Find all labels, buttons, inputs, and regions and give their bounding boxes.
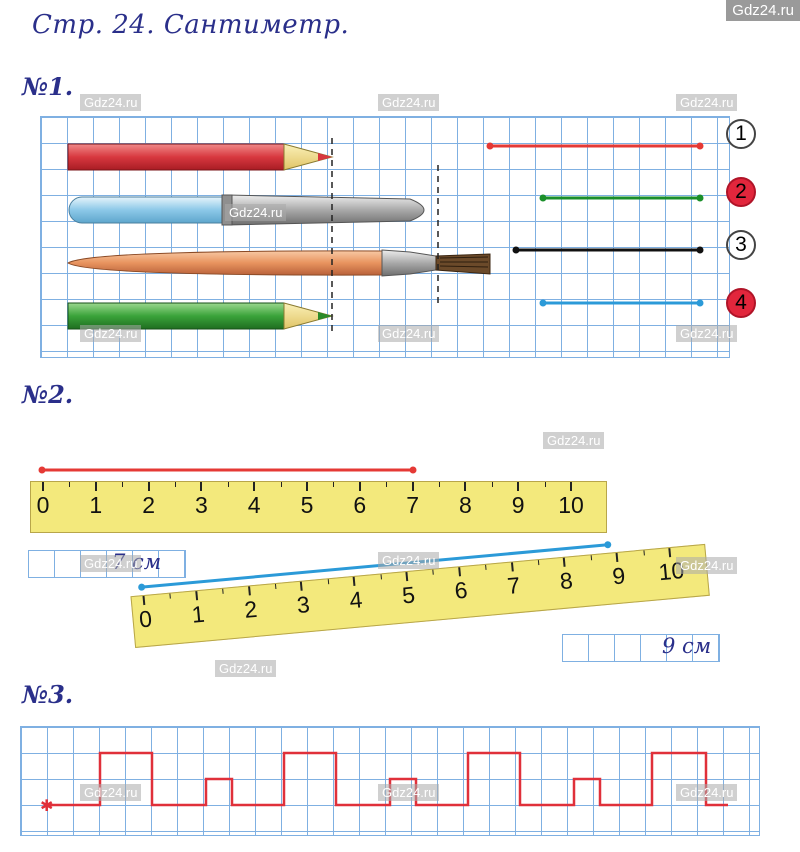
ruler1-tick (200, 482, 203, 491)
ruler1-tick (517, 482, 520, 491)
red-pencil-icon (67, 143, 334, 171)
answer-segment-3 (512, 246, 704, 254)
ruler1-tick-label: 5 (300, 492, 314, 518)
watermark: Gdz24.ru (676, 325, 738, 342)
start-mark-icon: ✱ (40, 796, 53, 815)
watermark: Gdz24.ru (80, 555, 142, 572)
ruler1-half-tick (175, 482, 176, 487)
ruler1-half-tick (544, 482, 546, 487)
ruler1-tick (411, 482, 414, 491)
badge-3: 3 (726, 230, 756, 260)
answer-segment-1 (486, 142, 704, 150)
green-pencil-icon (67, 302, 334, 330)
badge-2-number: 2 (735, 180, 747, 203)
ruler1-tick (253, 482, 256, 491)
badge-3-number: 3 (735, 233, 747, 256)
ruler1-tick-label: 0 (36, 492, 50, 518)
badge-2: 2 (726, 177, 756, 207)
ruler1-half-tick (333, 482, 335, 487)
ruler1-tick-label: 10 (558, 492, 584, 518)
corner-watermark: Gdz24.ru (726, 0, 800, 21)
badge-4-number: 4 (735, 291, 747, 314)
ruler1-tick (464, 482, 467, 491)
brush-icon (67, 249, 491, 277)
watermark: Gdz24.ru (378, 94, 440, 111)
watermark: Gdz24.ru (225, 204, 287, 221)
watermark: Gdz24.ru (80, 94, 142, 111)
ruler1-half-tick (439, 482, 440, 487)
ruler1-half-tick (69, 482, 71, 487)
ruler1-tick-label: 3 (194, 492, 208, 518)
ruler1-half-tick (280, 482, 282, 487)
ruler1-tick (94, 482, 97, 491)
ruler1-tick (147, 482, 150, 491)
task1-label: №1. (22, 72, 74, 101)
ruler1-half-tick (491, 482, 493, 487)
ruler1-tick-label: 8 (458, 492, 472, 518)
watermark: Gdz24.ru (378, 552, 440, 569)
watermark: Gdz24.ru (215, 660, 277, 677)
page-title: Стр. 24. Сантиметр. (32, 10, 350, 40)
answer-segment-2 (539, 194, 704, 202)
ruler-1: 0 1 2 3 4 5 6 7 8 9 10 (30, 481, 607, 533)
ruler1-half-tick (122, 482, 124, 487)
badge-1: 1 (726, 119, 756, 149)
ruler1-tick-label: 7 (406, 492, 419, 518)
ruler1-tick (42, 482, 44, 491)
ruler1-tick-label: 4 (247, 492, 261, 518)
ruler1-tick-label: 9 (511, 492, 525, 518)
ruler1-tick (570, 482, 572, 491)
answer-2: 9 см (662, 634, 712, 658)
answer-segment-4 (539, 299, 704, 307)
watermark: Gdz24.ru (543, 432, 605, 449)
watermark: Gdz24.ru (676, 94, 738, 111)
watermark: Gdz24.ru (676, 557, 738, 574)
ruler1-tick-label: 1 (89, 492, 103, 518)
watermark: Gdz24.ru (80, 325, 142, 342)
task2-label: №2. (22, 380, 74, 409)
ruler1-tick (358, 482, 361, 491)
answer-box-2 (562, 634, 720, 662)
ruler1-half-tick (227, 482, 229, 487)
ruler2-segment (138, 541, 612, 591)
ruler1-tick-label: 2 (142, 492, 155, 518)
badge-4: 4 (726, 288, 756, 318)
badge-1-number: 1 (735, 122, 747, 145)
watermark: Gdz24.ru (676, 784, 738, 801)
watermark: Gdz24.ru (378, 784, 440, 801)
ruler1-half-tick (386, 482, 388, 487)
ruler1-tick (306, 482, 308, 491)
task3-label: №3. (22, 680, 74, 709)
watermark: Gdz24.ru (378, 325, 440, 342)
ruler1-tick-label: 6 (353, 492, 367, 518)
watermark: Gdz24.ru (80, 784, 142, 801)
